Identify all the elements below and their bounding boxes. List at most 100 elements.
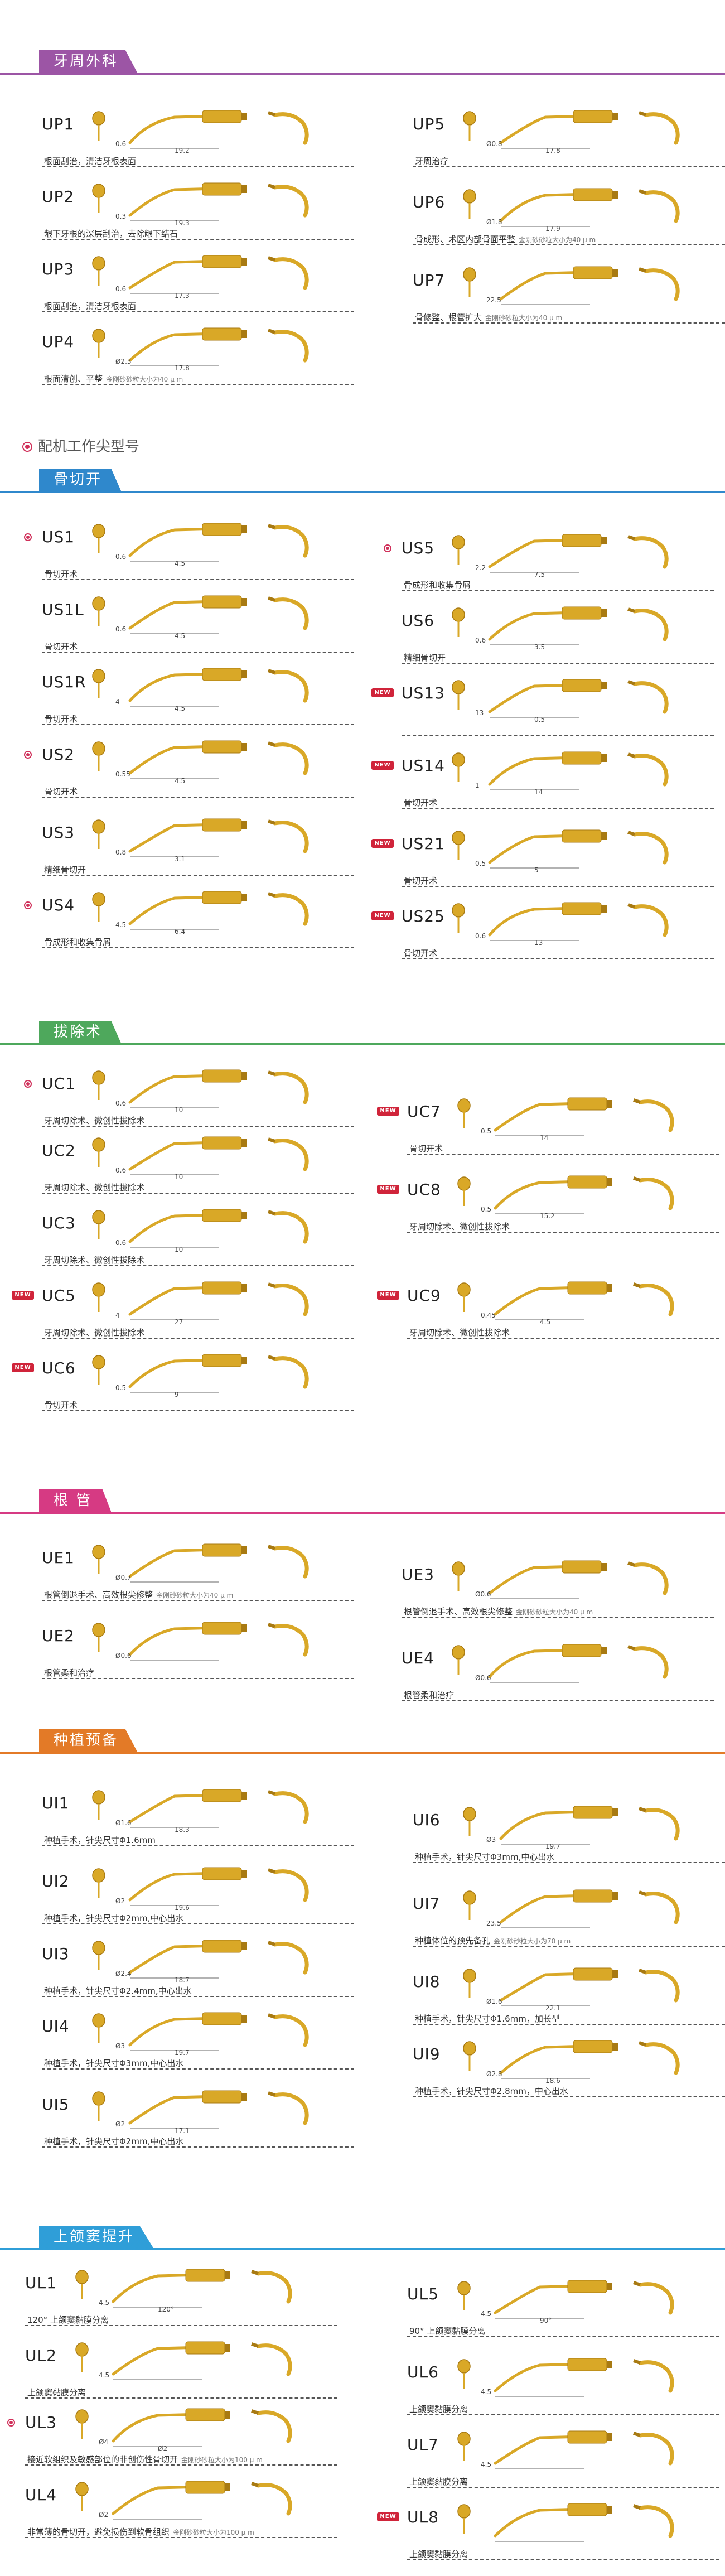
dimension-label: Ø3 <box>115 2042 125 2050</box>
dimension-label: 0.5 <box>481 1205 491 1213</box>
tip-note: 金刚砂砂粒大小为70 μ m <box>494 1937 571 1945</box>
tip-body <box>567 2358 607 2371</box>
tip-code: UC6 <box>42 1359 76 1377</box>
tip-shaft <box>488 538 581 568</box>
new-badge: NEW <box>371 688 394 697</box>
tip-perspective-base <box>639 1969 646 1974</box>
tip-illustration: 0.64.5 <box>92 595 309 640</box>
tip-body <box>202 818 242 832</box>
tip-perspective-icon <box>632 904 669 937</box>
tip-description: 精细骨切开 <box>404 652 446 663</box>
dimension-label: 0.5 <box>115 1384 126 1392</box>
dashed-divider <box>25 2537 337 2538</box>
tip-description: 种植手术，针尖尺寸Φ3mm,中心出水 <box>415 1851 554 1863</box>
tip-shaft <box>128 1944 221 1974</box>
tip-code: UL4 <box>25 2486 57 2504</box>
tip-thread <box>607 2361 612 2368</box>
tip-body <box>573 1806 613 1819</box>
tip-code: UC3 <box>42 1214 76 1232</box>
tip-note: 金刚砂砂粒大小为100 μ m <box>173 2529 254 2536</box>
section-rule <box>0 491 725 493</box>
tip-description: 骨切开术 <box>44 713 78 725</box>
tip-perspective-base <box>639 111 646 117</box>
dashed-divider <box>413 1862 725 1863</box>
tip-code: UC1 <box>42 1074 76 1093</box>
tip-end-view-icon <box>92 1355 105 1369</box>
dashed-divider <box>42 239 354 240</box>
dimension-label: 19.2 <box>175 147 190 154</box>
tip-thread <box>241 258 247 266</box>
tip-illustration: 0.610 <box>92 1209 309 1253</box>
tip-end-view-icon <box>92 1868 105 1883</box>
dashed-divider <box>407 2414 719 2415</box>
tip-illustration: 0.610 <box>92 1069 309 1114</box>
tip-body <box>202 327 242 341</box>
tip-body <box>202 1281 242 1295</box>
tip-perspective-base <box>639 267 646 273</box>
dashed-divider <box>42 579 354 580</box>
tip-body <box>185 2408 225 2421</box>
tip-thread <box>241 670 247 678</box>
tip-shaft <box>488 1565 581 1595</box>
tip-description: 骨切开术 <box>44 1399 78 1411</box>
tip-perspective-base <box>633 1176 641 1182</box>
dimension-label: Ø0.8 <box>486 140 502 148</box>
tip-perspective-base <box>251 2270 259 2275</box>
tip-description-text: 骨修整、根管扩大 <box>415 312 482 322</box>
tip-thread <box>225 2411 230 2419</box>
tip-perspective-base <box>268 1545 276 1550</box>
dimension-label: 15.2 <box>540 1212 555 1219</box>
dashed-divider <box>407 1154 719 1155</box>
tip-description-text: 骨切开术 <box>404 876 438 886</box>
tip-body <box>562 751 602 765</box>
dashed-divider <box>413 2096 725 2097</box>
dashed-divider <box>42 2068 354 2070</box>
tip-thread <box>241 113 247 120</box>
tip-description: 根管柔和治疗 <box>44 1667 94 1678</box>
tip-perspective-icon <box>632 681 669 714</box>
tip-code: US1R <box>42 673 86 691</box>
tip-thread <box>241 1357 247 1364</box>
tip-description: 种植手术，针尖尺寸Φ2mm,中心出水 <box>44 2135 183 2147</box>
tip-end-view-icon <box>92 819 105 834</box>
tip-perspective-base <box>268 669 276 674</box>
tip-perspective-base <box>268 1210 276 1215</box>
tip-code: UC8 <box>407 1180 441 1199</box>
tip-shaft <box>488 683 581 713</box>
dashed-divider <box>402 1617 714 1618</box>
tip-perspective-icon <box>273 1624 309 1657</box>
dimension-label: Ø2 <box>158 2445 167 2452</box>
tip-perspective-base <box>633 1282 641 1288</box>
dashed-divider <box>42 652 354 653</box>
tip-code: UP2 <box>42 187 75 206</box>
tip-end-view-icon <box>92 111 105 126</box>
tip-description: 根面清创、平整金刚砂砂粒大小为40 μ m <box>44 373 183 384</box>
tip-perspective-icon <box>273 821 309 853</box>
tip-description: 骨成形、术区内部骨面平整金刚砂砂粒大小为40 μ m <box>415 233 596 245</box>
tip-shaft <box>128 1548 221 1578</box>
tip-illustration: Ø0.6 <box>452 1644 669 1683</box>
tip-body <box>573 1967 613 1981</box>
dimension-label: 0.6 <box>475 636 486 644</box>
tip-shaft <box>499 114 592 144</box>
tip-end-view-icon <box>92 1941 105 1955</box>
tip-description: 非常薄的骨切开，避免损伤到软骨组织金刚砂砂粒大小为100 μ m <box>27 2526 254 2538</box>
tip-illustration: 0.83.1 <box>92 818 309 863</box>
dashed-divider <box>407 2487 719 2488</box>
dimension-label: 19.6 <box>175 1904 190 1911</box>
tip-end-view-icon <box>463 2041 476 2056</box>
tip-perspective-icon <box>638 2505 674 2538</box>
